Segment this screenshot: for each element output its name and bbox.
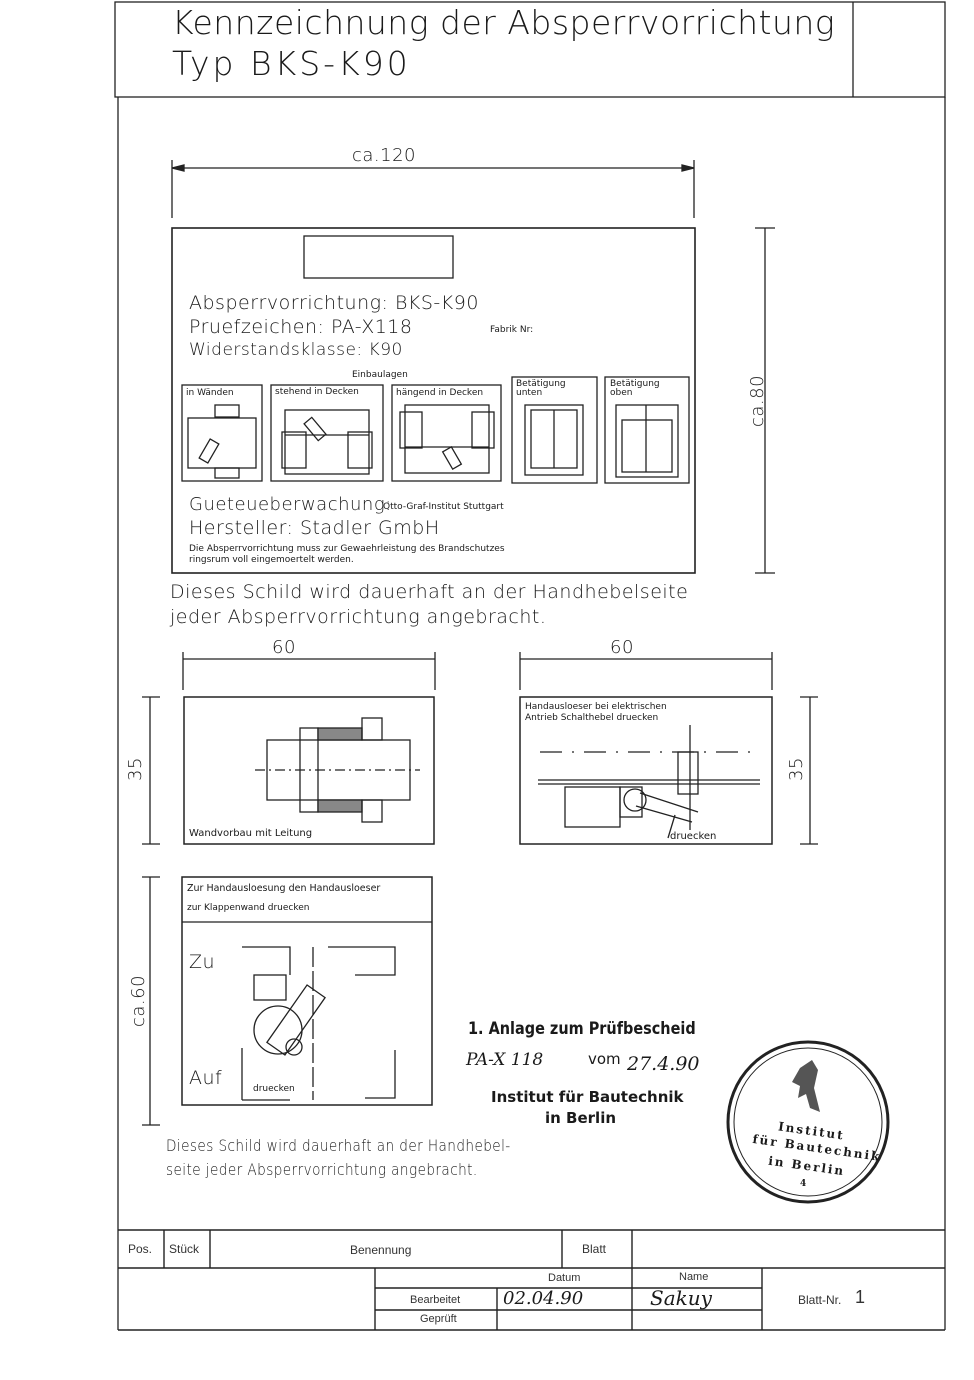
bear-emblem-icon xyxy=(792,1060,820,1112)
approval-inst2: in Berlin xyxy=(545,1109,617,1127)
approval-pa: PA-X 118 xyxy=(466,1050,544,1070)
plate-fabrik-nr: Fabrik Nr: xyxy=(490,325,534,335)
caption1-line2: jeder Absperrvorrichtung angebracht. xyxy=(170,606,547,628)
caption1-line1: Dieses Schild wird dauerhaft an der Hand… xyxy=(170,581,689,603)
title-line2: Typ BKS-K90 xyxy=(172,44,411,83)
position-label: hängend in Decken xyxy=(396,388,484,398)
tb-pos: Pos. xyxy=(128,1242,153,1256)
sign-right-drawing xyxy=(538,725,760,839)
sign-lower-zu: Zu xyxy=(189,951,216,973)
sign-lower-line1: Zur Handausloesung den Handausloeser xyxy=(187,883,381,894)
sign-lower-drawing xyxy=(241,946,396,1101)
dimension-ca60 xyxy=(142,876,160,1126)
header-frame xyxy=(114,1,946,98)
tb-bearbeitet: Bearbeitet xyxy=(410,1294,461,1306)
sign-right-height-dim: 35 xyxy=(785,757,807,781)
sign-right-line2: Antrieb Schalthebel druecken xyxy=(525,713,659,723)
sign-right-frame xyxy=(519,696,773,845)
plate-hersteller: Hersteller: Stadler GmbH xyxy=(189,517,440,539)
plate-note1: Die Absperrvorrichtung muss zur Gewaehrl… xyxy=(189,544,505,554)
plate-einbaulagen: Einbaulagen xyxy=(352,370,408,380)
sign-left-label: Wandvorbau mit Leitung xyxy=(189,828,313,839)
plate-line1: Absperrvorrichtung: BKS-K90 xyxy=(189,292,479,314)
institute-stamp xyxy=(726,1040,890,1204)
dimension-60-left xyxy=(182,652,436,690)
dimension-35-right xyxy=(800,696,818,845)
plate-height-dim: ca.80 xyxy=(747,374,769,428)
tb-stueck: Stück xyxy=(169,1242,200,1256)
plate-frame xyxy=(171,227,696,574)
tb-datum: Datum xyxy=(548,1272,581,1284)
title-block-lines xyxy=(118,1229,945,1331)
sign-left-frame xyxy=(183,696,435,845)
title-line1: Kennzeichnung der Absperrvorrichtung xyxy=(172,3,836,42)
plate-blank-field xyxy=(303,235,454,279)
sign-left-drawing xyxy=(255,717,420,823)
tb-blatt-nr-label: Blatt-Nr. xyxy=(798,1293,842,1307)
sign-right-druecken: druecken xyxy=(670,831,717,842)
approval-vom: vom xyxy=(588,1050,621,1068)
position-label: Betätigung unten xyxy=(516,379,566,398)
dimension-35-left xyxy=(142,696,160,845)
sign-lower-druecken: druecken xyxy=(253,1084,295,1094)
position-label: Betätigung oben xyxy=(610,379,660,398)
caption2-line1: Dieses Schild wird dauerhaft an der Hand… xyxy=(166,1136,511,1155)
tb-geprueft: Geprüft xyxy=(420,1313,457,1325)
sign-lower-frame xyxy=(181,876,433,1106)
sign-lower-height-dim: ca.60 xyxy=(128,974,150,1028)
position-label: in Wänden xyxy=(186,388,234,398)
tb-name: Name xyxy=(679,1271,709,1283)
position-icons xyxy=(181,376,690,484)
tb-name-signature: Sakuy xyxy=(650,1286,712,1310)
tb-blatt: Blatt xyxy=(582,1242,607,1256)
sign-left-width-dim: 60 xyxy=(272,637,296,658)
dimension-60-right xyxy=(519,652,773,690)
plate-line2: Pruefzeichen: PA-X118 xyxy=(189,316,413,338)
tb-benennung: Benennung xyxy=(350,1243,412,1257)
plate-guete-label: Gueteueberwachung: xyxy=(189,494,392,515)
caption2-line2: seite jeder Absperrvorrichtung angebrach… xyxy=(166,1160,478,1179)
position-label: stehend in Decken xyxy=(275,387,359,397)
sign-left-height-dim: 35 xyxy=(124,757,146,781)
tb-blatt-nr: 1 xyxy=(855,1287,866,1307)
dimension-ca80 xyxy=(755,227,775,574)
approval-line1: 1. Anlage zum Prüfbescheid xyxy=(468,1019,696,1039)
plate-line3: Widerstandsklasse: K90 xyxy=(189,340,403,360)
tb-date-value: 02.04.90 xyxy=(503,1288,584,1309)
sign-lower-line2: zur Klappenwand druecken xyxy=(187,903,310,913)
stamp-num: 4 xyxy=(800,1179,809,1189)
plate-guete-value: Otto-Graf-Institut Stuttgart xyxy=(383,502,504,512)
approval-inst1: Institut für Bautechnik xyxy=(491,1088,684,1106)
plate-width-dim: ca.120 xyxy=(352,145,417,166)
dimension-ca120 xyxy=(171,160,695,218)
sign-right-line1: Handausloeser bei elektrischen xyxy=(525,702,667,712)
sign-right-width-dim: 60 xyxy=(610,637,634,658)
approval-date: 27.4.90 xyxy=(627,1053,700,1075)
sign-lower-auf: Auf xyxy=(189,1067,223,1089)
plate-note2: ringsrum voll eingemoertelt werden. xyxy=(189,555,354,565)
